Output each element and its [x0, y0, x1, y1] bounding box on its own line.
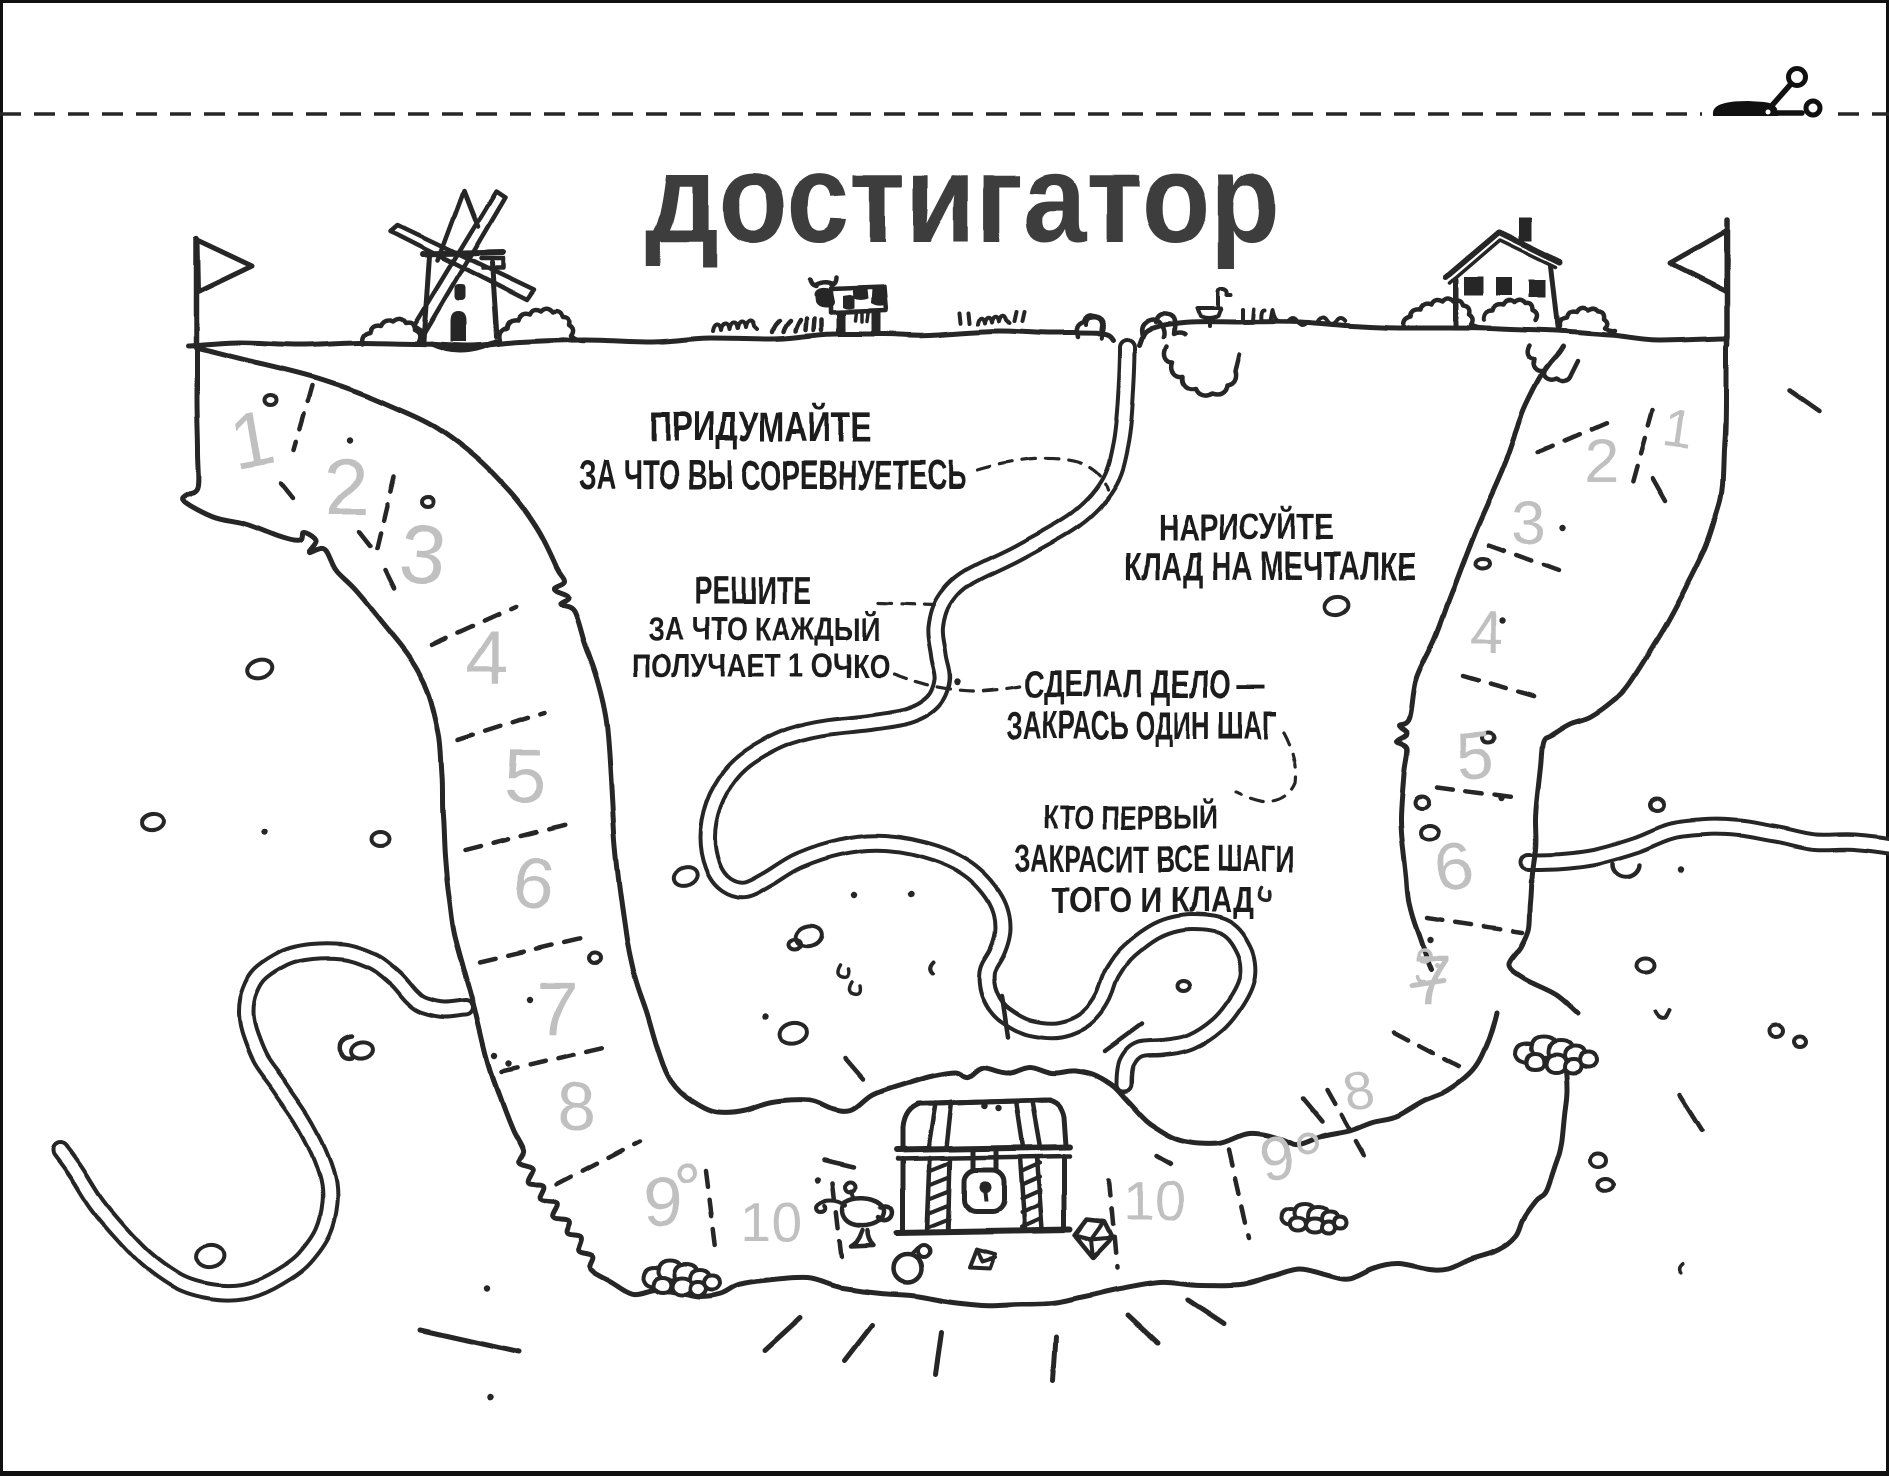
- svg-text:10: 10: [1123, 1169, 1185, 1232]
- svg-text:ЗА ЧТО ВЫ СОРЕВНУЕТЕСЬ: ЗА ЧТО ВЫ СОРЕВНУЕТЕСЬ: [579, 451, 967, 498]
- svg-text:10: 10: [740, 1190, 802, 1253]
- svg-text:ПОЛУЧАЕТ 1 ОЧКО: ПОЛУЧАЕТ 1 ОЧКО: [631, 647, 890, 684]
- svg-text:ПРИДУМАЙТЕ: ПРИДУМАЙТЕ: [649, 402, 871, 450]
- svg-text:достигатор: достигатор: [646, 128, 1280, 269]
- svg-text:8: 8: [557, 1068, 596, 1146]
- svg-text:ЗАКРАСИТ ВСЕ ШАГИ: ЗАКРАСИТ ВСЕ ШАГИ: [1014, 839, 1294, 881]
- svg-text:КЛАД НА МЕЧТАЛКЕ: КЛАД НА МЕЧТАЛКЕ: [1124, 545, 1416, 589]
- svg-text:2: 2: [1584, 427, 1618, 496]
- svg-text:4: 4: [1469, 599, 1502, 666]
- svg-text:ТОГО И КЛАД: ТОГО И КЛАД: [1052, 881, 1254, 920]
- svg-text:КТО ПЕРВЫЙ: КТО ПЕРВЫЙ: [1042, 798, 1217, 836]
- svg-text:3: 3: [395, 505, 450, 603]
- svg-text:СДЕЛАЛ ДЕЛО —: СДЕЛАЛ ДЕЛО —: [1024, 663, 1265, 706]
- svg-text:5: 5: [504, 734, 546, 819]
- svg-text:9: 9: [644, 1163, 683, 1241]
- svg-text:ЗАКРАСЬ ОДИН ШАГ: ЗАКРАСЬ ОДИН ШАГ: [1007, 704, 1277, 748]
- svg-text:3: 3: [1512, 489, 1546, 558]
- svg-text:2: 2: [325, 442, 370, 531]
- svg-text:7: 7: [536, 967, 578, 1052]
- svg-text:РЕШИТЕ: РЕШИТЕ: [694, 570, 811, 613]
- svg-text:4: 4: [466, 616, 508, 701]
- svg-text:5: 5: [1453, 717, 1496, 794]
- svg-text:НАРИСУЙТЕ: НАРИСУЙТЕ: [1158, 506, 1333, 548]
- svg-text:ЗА ЧТО КАЖДЫЙ: ЗА ЧТО КАЖДЫЙ: [648, 611, 880, 647]
